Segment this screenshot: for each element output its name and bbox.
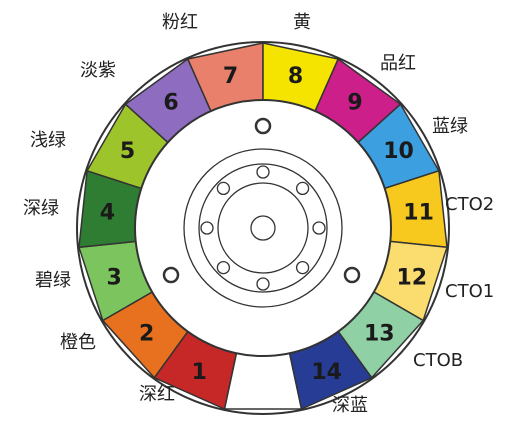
segment-number-13: 13 [364, 322, 395, 347]
segment-label-10: 蓝绿 [432, 116, 468, 137]
segment-label-13: CTOB [413, 350, 464, 371]
segment-number-11: 11 [403, 201, 434, 226]
hub-bolt-hole-4 [295, 260, 310, 275]
segment-label-5: 浅绿 [30, 130, 66, 151]
segment-label-12: CTO1 [445, 281, 495, 302]
hub-bolt-hole-1 [256, 165, 270, 179]
segment-number-3: 3 [107, 265, 122, 290]
hub-bolt-hole-8 [216, 181, 231, 196]
hub-outer-ring [183, 148, 343, 308]
hub-bolt-hole-2 [295, 181, 310, 196]
segment-label-14: 深蓝 [332, 395, 368, 416]
segment-label-4: 深绿 [23, 198, 59, 219]
open-slot [223, 352, 303, 410]
segment-number-5: 5 [120, 139, 135, 164]
segment-number-6: 6 [163, 90, 178, 115]
segment-label-7: 粉红 [162, 12, 198, 33]
segment-number-2: 2 [139, 322, 154, 347]
mounting-hole-3 [343, 266, 361, 284]
hub-inner-ring [217, 182, 309, 274]
hub-bolt-hole-3 [312, 221, 326, 235]
mounting-hole-1 [254, 117, 272, 135]
segment-number-7: 7 [223, 64, 238, 89]
inner-disc [134, 99, 392, 357]
segment-number-14: 14 [311, 360, 342, 385]
segment-number-8: 8 [288, 64, 303, 89]
segment-label-2: 橙色 [60, 332, 96, 353]
mounting-hole-2 [162, 266, 180, 284]
hub-center-hole [250, 215, 276, 241]
segment-label-9: 品红 [380, 53, 416, 74]
segment-label-3: 碧绿 [35, 270, 71, 291]
hub-middle-ring [198, 163, 328, 293]
segment-label-11: CTO2 [445, 194, 495, 215]
hub-bolt-hole-5 [256, 277, 270, 291]
segment-number-10: 10 [383, 139, 414, 164]
segment-number-9: 9 [347, 90, 362, 115]
segment-label-1: 深红 [139, 384, 175, 405]
segment-label-8: 黄 [293, 12, 311, 33]
hub-bolt-hole-7 [200, 221, 214, 235]
segment-number-1: 1 [192, 360, 207, 385]
segment-number-12: 12 [396, 265, 427, 290]
segment-label-6: 淡紫 [80, 60, 116, 81]
hub-bolt-hole-6 [216, 260, 231, 275]
segment-number-4: 4 [100, 201, 115, 226]
